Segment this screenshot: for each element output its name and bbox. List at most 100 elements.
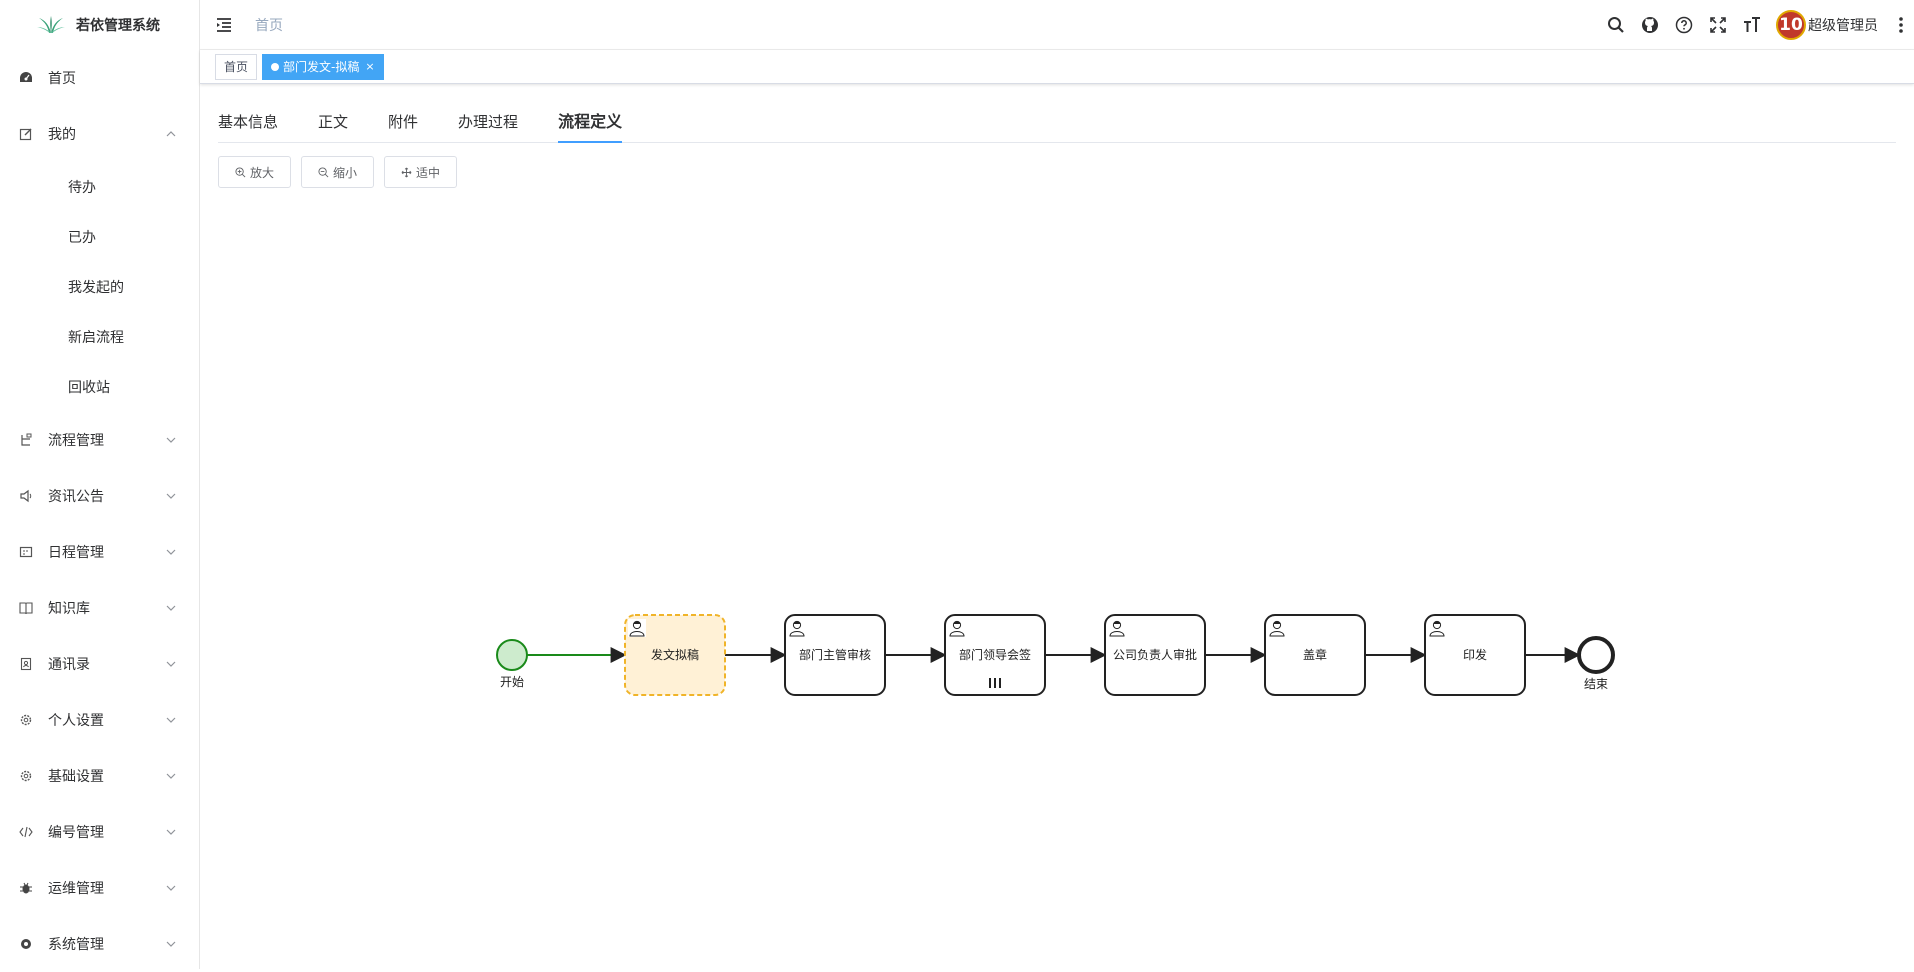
task-dept-supervisor-review[interactable]: 部门主管审核 <box>785 615 885 695</box>
tag-draft[interactable]: 部门发文-拟稿 × <box>262 54 384 80</box>
sidebar-item-mine[interactable]: 我的 <box>0 106 199 162</box>
sidebar-item-label: 知识库 <box>48 598 90 618</box>
zoom-out-icon <box>318 167 329 178</box>
close-icon[interactable]: × <box>365 55 374 79</box>
sidebar-item-personal-settings[interactable]: 个人设置 <box>0 692 199 748</box>
sidebar-item-numbering[interactable]: 编号管理 <box>0 804 199 860</box>
sidebar-item-label: 基础设置 <box>48 766 104 786</box>
sidebar-item-schedule[interactable]: 日程管理 <box>0 524 199 580</box>
menu-fold-icon[interactable] <box>215 15 235 35</box>
book-icon <box>18 600 34 616</box>
sidebar-item-home[interactable]: 首页 <box>0 50 199 106</box>
task-label: 部门主管审核 <box>799 647 871 662</box>
chevron-down-icon <box>165 714 177 726</box>
sidebar-subitem-done[interactable]: 已办 <box>0 212 199 262</box>
sidebar-item-label: 我的 <box>48 124 76 144</box>
sidebar-item-label: 编号管理 <box>48 822 104 842</box>
header-actions: 10 超级管理员 <box>1606 0 1904 50</box>
user-task-icon <box>948 619 966 637</box>
avatar: 10 <box>1776 10 1806 40</box>
tab-attachments[interactable]: 附件 <box>388 102 418 142</box>
sidebar-item-process-management[interactable]: 流程管理 <box>0 412 199 468</box>
tag-home[interactable]: 首页 <box>215 54 257 80</box>
sidebar-subitem-new-process[interactable]: 新启流程 <box>0 312 199 362</box>
gear-icon <box>18 712 34 728</box>
tags-view: 首页 部门发文-拟稿 × <box>200 50 1914 84</box>
app-title: 若依管理系统 <box>76 15 160 35</box>
search-icon[interactable] <box>1606 15 1626 35</box>
code-icon <box>18 824 34 840</box>
sidebar-item-label: 流程管理 <box>48 430 104 450</box>
calendar-icon <box>18 544 34 560</box>
chevron-down-icon <box>165 882 177 894</box>
user-task-icon <box>1428 619 1446 637</box>
sidebar-item-system[interactable]: 系统管理 <box>0 916 199 972</box>
main-content: 基本信息 正文 附件 办理过程 流程定义 放大 缩小 适中 <box>200 85 1914 969</box>
chevron-down-icon <box>165 826 177 838</box>
fit-label: 适中 <box>416 164 440 181</box>
task-dept-leader-countersign[interactable]: 部门领导会签 <box>945 615 1045 695</box>
edit-icon <box>18 126 34 142</box>
logo-icon <box>36 15 66 35</box>
chevron-down-icon <box>165 658 177 670</box>
chevron-down-icon <box>165 770 177 782</box>
user-name: 超级管理员 <box>1808 15 1878 35</box>
start-event[interactable] <box>497 640 527 670</box>
tab-body-text[interactable]: 正文 <box>318 102 348 142</box>
breadcrumb[interactable]: 首页 <box>255 15 283 35</box>
more-vertical-icon[interactable] <box>1898 16 1904 34</box>
fullscreen-icon[interactable] <box>1708 15 1728 35</box>
logo[interactable]: 若依管理系统 <box>0 0 199 50</box>
sidebar-item-basic-settings[interactable]: 基础设置 <box>0 748 199 804</box>
sidebar-subitem-todo[interactable]: 待办 <box>0 162 199 212</box>
bpmn-canvas[interactable]: 开始 发文拟稿 部门主管审核 部门领导会签 <box>218 215 1898 955</box>
tab-basic-info[interactable]: 基本信息 <box>218 102 278 142</box>
tab-handling-process[interactable]: 办理过程 <box>458 102 518 142</box>
chevron-down-icon <box>165 490 177 502</box>
fit-button[interactable]: 适中 <box>384 156 457 188</box>
user-task-icon <box>628 619 646 637</box>
task-label: 盖章 <box>1303 647 1327 662</box>
task-issue[interactable]: 印发 <box>1425 615 1525 695</box>
sidebar-item-contacts[interactable]: 通讯录 <box>0 636 199 692</box>
sidebar-item-label: 首页 <box>48 68 76 88</box>
user-task-icon <box>1108 619 1126 637</box>
sidebar-item-news[interactable]: 资讯公告 <box>0 468 199 524</box>
github-icon[interactable] <box>1640 15 1660 35</box>
task-label: 印发 <box>1463 647 1487 662</box>
chevron-down-icon <box>165 434 177 446</box>
task-label: 公司负责人审批 <box>1113 647 1197 662</box>
zoom-out-label: 缩小 <box>333 164 357 181</box>
tree-icon <box>18 432 34 448</box>
sidebar-subitem-started[interactable]: 我发起的 <box>0 262 199 312</box>
move-icon <box>401 167 412 178</box>
user-menu[interactable]: 10 超级管理员 <box>1776 10 1878 40</box>
dashboard-icon <box>18 70 34 86</box>
contacts-icon <box>18 656 34 672</box>
start-label: 开始 <box>500 675 524 689</box>
chevron-down-icon <box>165 602 177 614</box>
end-event[interactable] <box>1579 638 1613 672</box>
zoom-in-button[interactable]: 放大 <box>218 156 291 188</box>
font-size-icon[interactable] <box>1742 15 1762 35</box>
sidebar-item-label: 通讯录 <box>48 654 90 674</box>
task-seal[interactable]: 盖章 <box>1265 615 1365 695</box>
task-draft[interactable]: 发文拟稿 <box>625 615 725 695</box>
task-company-head-approval[interactable]: 公司负责人审批 <box>1105 615 1205 695</box>
tab-process-definition[interactable]: 流程定义 <box>558 102 622 142</box>
navbar: 首页 10 超级管理员 <box>200 0 1914 50</box>
chevron-up-icon <box>165 128 177 140</box>
help-icon[interactable] <box>1674 15 1694 35</box>
sidebar-item-knowledge[interactable]: 知识库 <box>0 580 199 636</box>
sidebar-item-ops[interactable]: 运维管理 <box>0 860 199 916</box>
task-label: 发文拟稿 <box>651 647 699 662</box>
zoom-out-button[interactable]: 缩小 <box>301 156 374 188</box>
chevron-down-icon <box>165 546 177 558</box>
sidebar-item-label: 个人设置 <box>48 710 104 730</box>
sidebar-item-label: 日程管理 <box>48 542 104 562</box>
parallel-multi-instance-icon <box>989 678 1001 688</box>
zoom-in-icon <box>235 167 246 178</box>
user-task-icon <box>1268 619 1286 637</box>
sidebar-subitem-recycle[interactable]: 回收站 <box>0 362 199 412</box>
task-label: 部门领导会签 <box>959 647 1031 662</box>
